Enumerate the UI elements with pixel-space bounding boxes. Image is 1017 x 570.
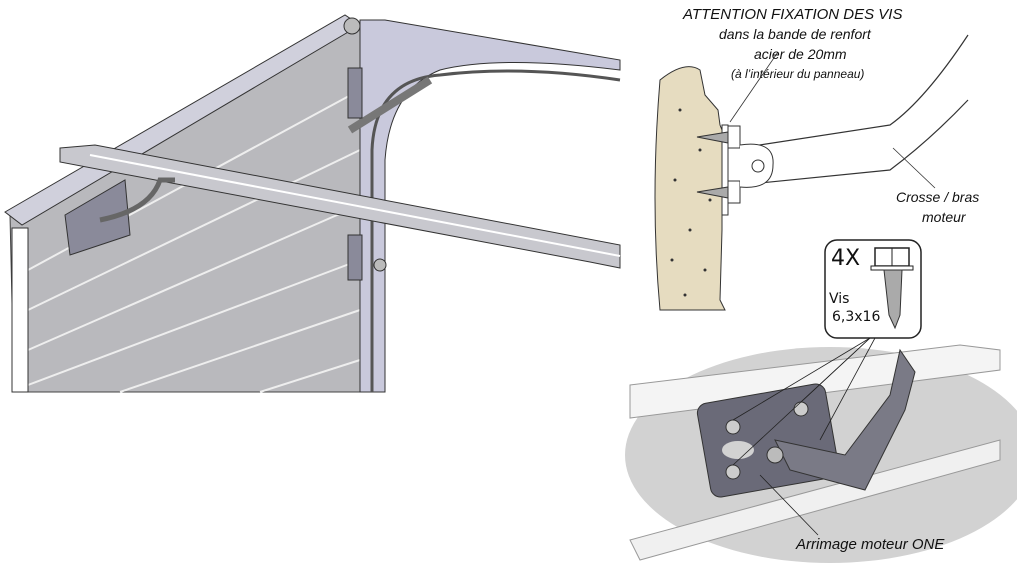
callout-leader-lines xyxy=(732,337,876,536)
motor-arm xyxy=(739,34,969,186)
screw-label: Vis xyxy=(829,291,850,307)
motor-bracket xyxy=(774,348,916,491)
panel-section-illustration xyxy=(654,34,969,311)
screw-size: 6,3x16 xyxy=(832,309,881,325)
bracket-detail-illustration xyxy=(625,337,1017,563)
warning-line-3: acier de 20mm xyxy=(754,46,847,62)
screw-quantity: 4X xyxy=(831,246,861,271)
garage-door-illustration xyxy=(4,14,621,393)
spring-rod xyxy=(347,76,433,134)
screw-upper xyxy=(696,125,741,149)
frame-track xyxy=(370,69,621,392)
door-arm xyxy=(99,177,175,223)
warning-title: ATTENTION FIXATION DES VIS xyxy=(683,6,903,23)
arm-label-line-2: moteur xyxy=(922,209,966,225)
screw-lower xyxy=(696,180,741,204)
rail-bracket xyxy=(64,179,131,256)
door-left-stile xyxy=(11,227,29,393)
foam-panel xyxy=(654,66,726,311)
arm-label-line-1: Crosse / bras xyxy=(896,189,980,205)
warning-line-4: (à l’intérieur du panneau) xyxy=(731,67,865,81)
hex-screw-icon xyxy=(870,247,914,330)
warning-line-2: dans la bande de renfort xyxy=(719,26,871,42)
bracket-label: Arrimage moteur ONE xyxy=(796,536,945,553)
